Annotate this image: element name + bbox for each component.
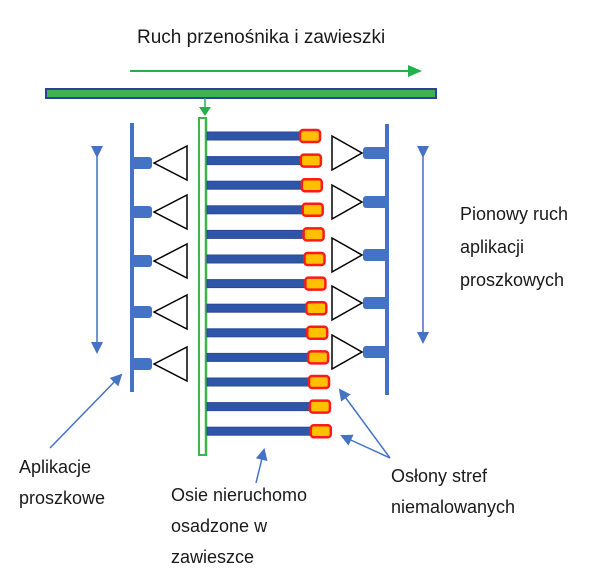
spray-nozzle-icon — [331, 333, 364, 371]
title-label: Ruch przenośnika i zawieszki — [137, 22, 385, 53]
callout-arrow-covers-upper — [338, 388, 391, 459]
right-powder-applicator — [331, 183, 389, 221]
spray-nozzle-icon — [152, 242, 188, 280]
rod-assembly — [206, 423, 333, 439]
fixed-axis-rod — [206, 205, 304, 215]
masking-cap — [308, 399, 332, 414]
fixed-axis-rod — [206, 402, 311, 412]
rod-assembly — [206, 276, 327, 291]
callout-arrow-axes — [255, 448, 268, 484]
masking-covers-line-1: Osłony stref — [391, 466, 488, 486]
fixed-axis-rod — [206, 229, 305, 239]
fixed-axis-rod — [206, 352, 309, 362]
callout-arrow-applicators — [49, 373, 123, 449]
masking-cap — [298, 128, 322, 144]
masking-cap — [300, 177, 324, 193]
masking-cap — [303, 251, 326, 267]
applicator-mount — [132, 157, 152, 169]
fixed-axis-rod — [206, 156, 302, 166]
left-applicators-group — [132, 144, 188, 383]
powder-applicators-line-2: proszkowe — [19, 488, 106, 508]
fixed-axis-rod — [206, 180, 303, 190]
callout-arrow-covers-lower — [340, 434, 391, 459]
rod-assembly — [206, 374, 331, 390]
left-powder-applicator — [132, 345, 188, 383]
right-powder-applicator — [331, 284, 389, 322]
applicator-mount — [363, 346, 389, 358]
spray-nozzle-icon — [152, 293, 188, 331]
masking-cap — [309, 423, 333, 439]
right-applicators-group — [331, 134, 389, 371]
applicator-mount — [363, 249, 389, 261]
masking-cap — [302, 227, 325, 242]
applicator-mount — [132, 206, 152, 218]
masking-cap — [301, 202, 324, 218]
spray-nozzle-icon — [152, 193, 188, 231]
rod-assembly — [206, 177, 324, 193]
rod-assembly — [206, 202, 324, 218]
rod-assembly — [206, 300, 328, 316]
spray-nozzle-icon — [331, 183, 364, 221]
spray-nozzle-icon — [152, 144, 188, 182]
right-powder-applicator — [331, 134, 389, 172]
masking-covers-line-2: niemalowanych — [391, 497, 516, 517]
left-powder-applicator — [132, 242, 188, 280]
fixed-axis-rod — [206, 377, 310, 387]
left-powder-applicator — [132, 293, 188, 331]
applicator-mount — [363, 147, 389, 159]
powder-applicators-line-1: Aplikacje — [19, 457, 92, 477]
masking-cap — [304, 276, 327, 291]
masking-cap — [305, 325, 329, 341]
rods-group — [206, 128, 333, 439]
spray-nozzle-icon — [331, 236, 364, 274]
right-powder-applicator — [331, 333, 389, 371]
spray-nozzle-icon — [331, 284, 364, 322]
masking-cap — [307, 374, 331, 390]
conveyor-bar — [45, 88, 437, 99]
right-powder-applicator — [331, 236, 389, 274]
left-powder-applicator — [132, 144, 188, 182]
rod-assembly — [206, 251, 326, 267]
fixed-axis-rod — [206, 303, 307, 313]
hanger-connector-arrowhead — [199, 107, 211, 116]
vertical-motion-line-1: Pionowy ruch — [460, 204, 569, 224]
masking-cap — [306, 350, 330, 365]
applicator-mount — [132, 358, 152, 370]
vertical-motion-line-3: proszkowych — [460, 270, 565, 290]
vertical-motion-label: Pionowy ruch aplikacji proszkowych — [460, 198, 568, 297]
masking-cap — [305, 300, 328, 316]
title-text: Ruch przenośnika i zawieszki — [137, 27, 386, 48]
applicator-mount — [132, 255, 152, 267]
fixed-axis-rod — [206, 254, 305, 264]
applicator-mount — [132, 306, 152, 318]
fixed-axes-label: Osie nieruchomo osadzone w zawieszce — [171, 480, 307, 573]
fixed-axis-rod — [206, 279, 306, 289]
fixed-axis-rod — [206, 131, 301, 141]
spray-nozzle-icon — [331, 134, 364, 172]
fixed-axes-line-3: zawieszce — [171, 547, 255, 567]
masking-cap — [299, 153, 323, 168]
fixed-axes-line-1: Osie nieruchomo — [171, 485, 308, 505]
fixed-axes-line-2: osadzone w — [171, 516, 268, 536]
rod-assembly — [206, 350, 330, 365]
powder-applicators-label: Aplikacje proszkowe — [19, 452, 105, 514]
rod-assembly — [206, 325, 329, 341]
rod-assembly — [206, 128, 322, 144]
applicator-mount — [363, 297, 389, 309]
rod-assembly — [206, 399, 332, 414]
fixed-axis-rod — [206, 426, 312, 436]
rod-assembly — [206, 153, 323, 168]
left-powder-applicator — [132, 193, 188, 231]
rod-assembly — [206, 227, 325, 242]
masking-covers-label: Osłony stref niemalowanych — [391, 461, 515, 523]
applicator-mount — [363, 196, 389, 208]
vertical-motion-line-2: aplikacji — [460, 237, 525, 257]
fixed-axis-rod — [206, 328, 308, 338]
spray-nozzle-icon — [152, 345, 188, 383]
